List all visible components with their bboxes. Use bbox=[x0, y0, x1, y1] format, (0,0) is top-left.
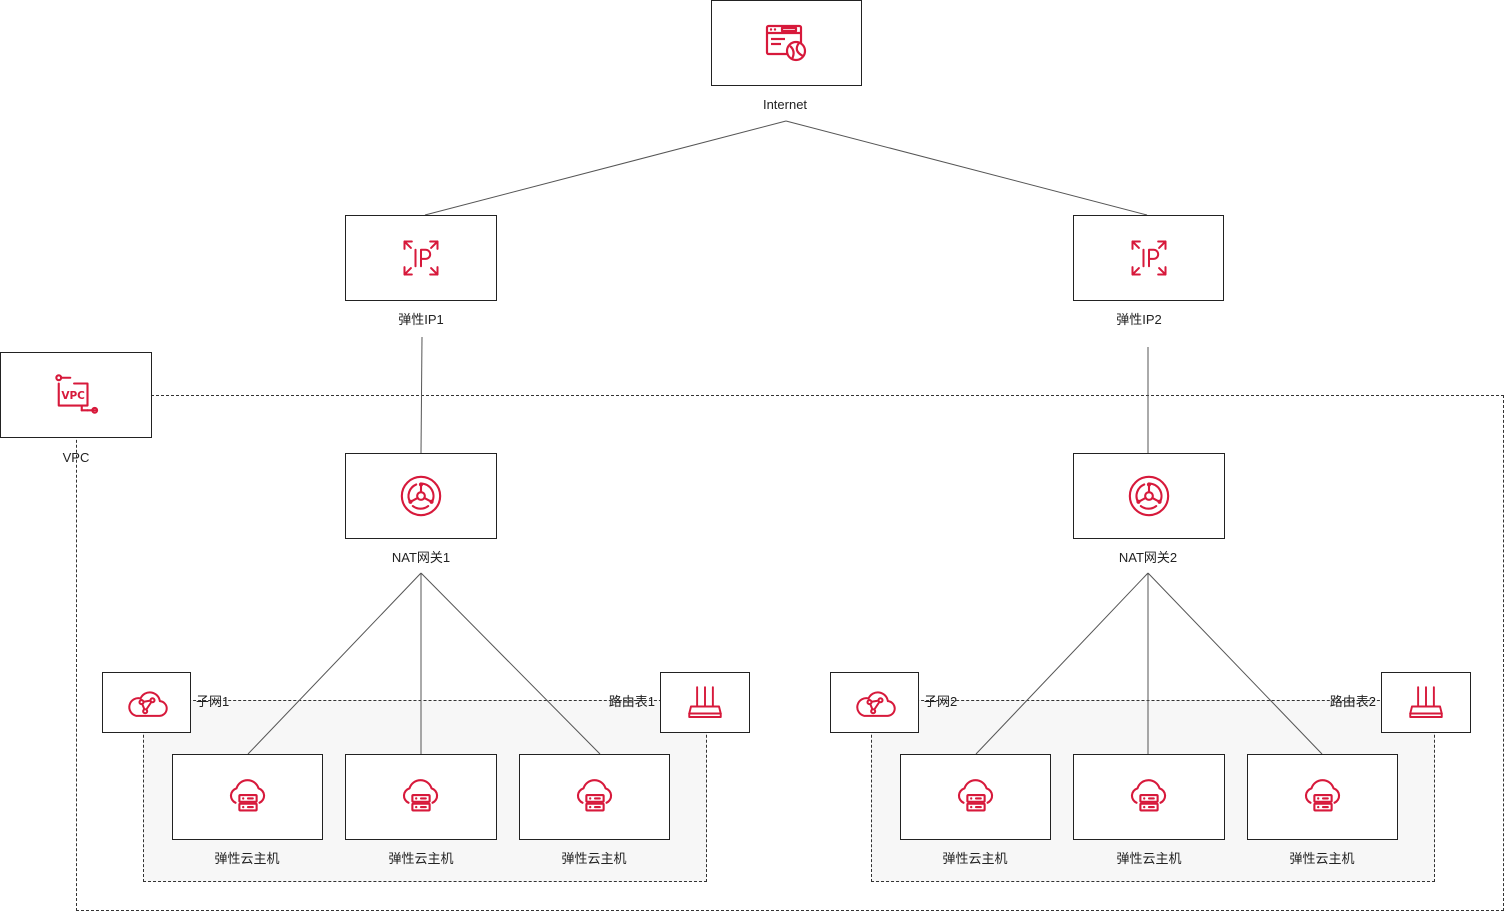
cloud-server-icon bbox=[398, 774, 444, 820]
link-eip1-nat1 bbox=[420, 336, 423, 454]
nat-gateway-2-label: NAT网关2 bbox=[1118, 550, 1178, 565]
link-nat1-ecs3 bbox=[420, 572, 601, 755]
ecs-node[interactable] bbox=[1247, 754, 1398, 840]
subnet-1-node[interactable] bbox=[102, 672, 191, 733]
subnet-2-node[interactable] bbox=[830, 672, 919, 733]
nat-gateway-2-node[interactable] bbox=[1073, 453, 1225, 539]
ecs-node[interactable] bbox=[172, 754, 323, 840]
ecs-node[interactable] bbox=[900, 754, 1051, 840]
route-table-1-node[interactable] bbox=[660, 672, 750, 733]
ecs-label: 弹性云主机 bbox=[1289, 851, 1355, 866]
eip-2-label: 弹性IP2 bbox=[1116, 312, 1162, 327]
link-nat1-ecs1 bbox=[247, 572, 422, 755]
route-table-1-label: 路由表1 bbox=[608, 694, 655, 709]
ecs-label: 弹性云主机 bbox=[1116, 851, 1182, 866]
router-icon bbox=[1405, 682, 1447, 724]
ecs-label: 弹性云主机 bbox=[388, 851, 454, 866]
elastic-ip-icon bbox=[399, 236, 443, 280]
subnet-2-label: 子网2 bbox=[924, 694, 958, 709]
internet-label: Internet bbox=[762, 97, 808, 112]
cloud-server-icon bbox=[225, 774, 271, 820]
cloud-server-icon bbox=[1126, 774, 1172, 820]
cloud-server-icon bbox=[572, 774, 618, 820]
nat-gateway-1-label: NAT网关1 bbox=[391, 550, 451, 565]
browser-globe-icon bbox=[763, 19, 811, 67]
ecs-node[interactable] bbox=[345, 754, 497, 840]
ecs-label: 弹性云主机 bbox=[942, 851, 1008, 866]
elastic-ip-icon bbox=[1127, 236, 1171, 280]
cloud-subnet-icon bbox=[851, 681, 899, 725]
vpc-icon bbox=[53, 372, 99, 418]
subnet-1-label: 子网1 bbox=[196, 694, 230, 709]
vpc-label: VPC bbox=[62, 450, 90, 465]
link-nat2-ecs6 bbox=[1147, 572, 1323, 755]
ecs-label: 弹性云主机 bbox=[214, 851, 280, 866]
link-internet-eip1 bbox=[424, 120, 787, 216]
ecs-node[interactable] bbox=[519, 754, 670, 840]
router-icon bbox=[684, 682, 726, 724]
route-table-2-node[interactable] bbox=[1381, 672, 1471, 733]
nat-gateway-icon bbox=[1126, 473, 1172, 519]
cloud-server-icon bbox=[1300, 774, 1346, 820]
internet-node[interactable] bbox=[711, 0, 862, 86]
eip-2-node[interactable] bbox=[1073, 215, 1224, 301]
vpc-node[interactable] bbox=[0, 352, 152, 438]
ecs-label: 弹性云主机 bbox=[561, 851, 627, 866]
eip-1-node[interactable] bbox=[345, 215, 497, 301]
cloud-server-icon bbox=[953, 774, 999, 820]
eip-1-label: 弹性IP1 bbox=[398, 312, 444, 327]
nat-gateway-icon bbox=[398, 473, 444, 519]
nat-gateway-1-node[interactable] bbox=[345, 453, 497, 539]
link-nat2-ecs4 bbox=[975, 572, 1149, 755]
link-internet-eip2 bbox=[785, 120, 1148, 216]
cloud-subnet-icon bbox=[123, 681, 171, 725]
ecs-node[interactable] bbox=[1073, 754, 1225, 840]
route-table-2-label: 路由表2 bbox=[1329, 694, 1376, 709]
